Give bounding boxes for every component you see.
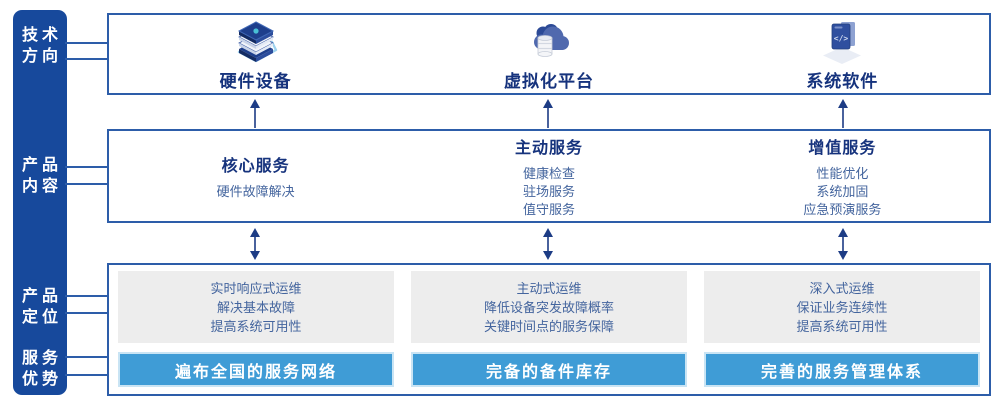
- positioning-panel: 深入式运维 保证业务连续性 提高系统可用性: [704, 271, 980, 343]
- svg-text:</>: </>: [834, 34, 849, 43]
- sidebar: 技术 方向 产品 内容 产品 定位 服务 优势: [13, 10, 67, 395]
- server-stack-icon: [237, 21, 277, 63]
- service-line: 值守服务: [522, 201, 575, 217]
- connector-line: [65, 58, 108, 60]
- positioning-panel: 主动式运维 降低设备突发故障概率 关键时间点的服务保障: [411, 271, 687, 343]
- connector-line: [65, 312, 108, 314]
- sidebar-label-line: 服务: [21, 350, 62, 367]
- advantage-banner: 完善的服务管理体系: [704, 352, 980, 387]
- connector-line: [65, 42, 108, 44]
- sidebar-label-product-positioning: 产品 定位: [13, 286, 67, 328]
- service-title: 核心服务: [221, 157, 290, 175]
- positioning-line: 主动式运维: [516, 280, 582, 296]
- positioning-panel: 实时响应式运维 解决基本故障 提高系统可用性: [118, 271, 394, 343]
- service-title: 主动服务: [514, 139, 583, 157]
- tech-direction-box: 硬件设备 虚拟化平台: [107, 13, 991, 95]
- positioning-line: 实时响应式运维: [210, 280, 302, 296]
- service-line: 应急预演服务: [803, 201, 882, 217]
- service-line: 硬件故障解决: [216, 183, 295, 199]
- sidebar-label-product-content: 产品 内容: [13, 155, 67, 197]
- top-item-hardware: 硬件设备: [109, 15, 402, 93]
- positioning-line: 保证业务连续性: [796, 299, 888, 315]
- double-arrow-icon: [838, 228, 848, 260]
- cloud-database-icon: [533, 24, 569, 57]
- service-line: 性能优化: [816, 165, 869, 181]
- positioning-line: 降低设备突发故障概率: [483, 299, 614, 315]
- positioning-line: 解决基本故障: [216, 299, 295, 315]
- service-line: 健康检查: [522, 165, 575, 181]
- connector-line: [65, 183, 108, 185]
- positioning-column-proactive: 主动式运维 降低设备突发故障概率 关键时间点的服务保障 完备的备件库存: [411, 271, 687, 394]
- positioning-column-realtime: 实时响应式运维 解决基本故障 提高系统可用性 遍布全国的服务网络: [118, 271, 394, 394]
- sidebar-label-line: 产品: [21, 288, 62, 305]
- up-arrow-icon: [543, 99, 553, 128]
- sidebar-label-tech-direction: 技术 方向: [13, 25, 67, 67]
- top-item-system-software: </> 系统软件: [696, 15, 989, 93]
- positioning-advantage-box: 实时响应式运维 解决基本故障 提高系统可用性 遍布全国的服务网络 主动式运维 降…: [107, 263, 991, 396]
- connector-line: [65, 356, 108, 358]
- sidebar-label-line: 方向: [21, 48, 62, 65]
- connector-line: [65, 166, 108, 168]
- sidebar-label-line: 技术: [21, 27, 62, 44]
- service-column-value-added: 增值服务 性能优化 系统加固 应急预演服务: [696, 131, 989, 221]
- sidebar-label-service-advantage: 服务 优势: [13, 348, 67, 390]
- service-column-core: 核心服务 硬件故障解决: [109, 131, 402, 221]
- sidebar-label-line: 定位: [21, 309, 62, 326]
- code-window-icon: </>: [823, 22, 862, 64]
- top-item-label: 硬件设备: [219, 72, 292, 91]
- product-content-box: 核心服务 硬件故障解决 主动服务 健康检查 驻场服务 值守服务 增值服务 性能优…: [107, 129, 991, 223]
- top-item-label: 系统软件: [806, 72, 879, 91]
- positioning-line: 提高系统可用性: [796, 318, 888, 334]
- positioning-column-deep: 深入式运维 保证业务连续性 提高系统可用性 完善的服务管理体系: [704, 271, 980, 394]
- up-arrow-icon: [838, 99, 848, 128]
- positioning-line: 深入式运维: [809, 280, 875, 296]
- service-column-proactive: 主动服务 健康检查 驻场服务 值守服务: [402, 131, 695, 221]
- sidebar-label-line: 产品: [21, 157, 62, 174]
- top-item-virtualization: 虚拟化平台: [402, 15, 695, 93]
- sidebar-label-line: 内容: [21, 178, 62, 195]
- service-title: 增值服务: [808, 139, 877, 157]
- advantage-banner: 遍布全国的服务网络: [118, 352, 394, 387]
- service-line: 驻场服务: [522, 183, 575, 199]
- connector-line: [65, 374, 108, 376]
- double-arrow-icon: [543, 228, 553, 260]
- double-arrow-icon: [250, 228, 260, 260]
- positioning-line: 关键时间点的服务保障: [483, 318, 614, 334]
- advantage-banner: 完备的备件库存: [411, 352, 687, 387]
- top-item-label: 虚拟化平台: [503, 72, 594, 91]
- sidebar-label-line: 优势: [21, 371, 62, 388]
- up-arrow-icon: [250, 99, 260, 128]
- service-line: 系统加固: [816, 183, 869, 199]
- positioning-line: 提高系统可用性: [210, 318, 302, 334]
- connector-line: [65, 295, 108, 297]
